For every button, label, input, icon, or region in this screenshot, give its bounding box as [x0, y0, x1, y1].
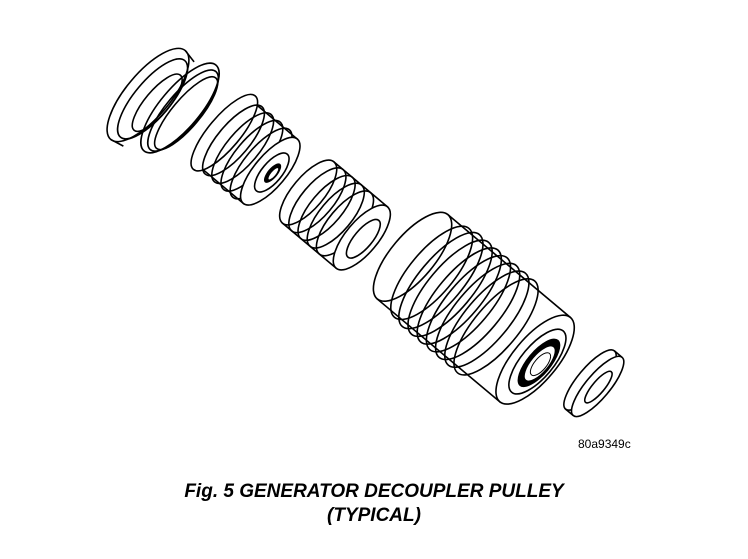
caption-subtitle: (TYPICAL): [327, 505, 421, 526]
figure-reference-code: 80a9349c: [578, 437, 631, 451]
snap-ring: [140, 62, 220, 154]
one-way-clutch: [278, 159, 392, 271]
caption-title: Fig. 5 GENERATOR DECOUPLER PULLEY: [184, 481, 564, 502]
pulley-housing: [372, 211, 576, 405]
figure-caption: Fig. 5 GENERATOR DECOUPLER PULLEY (TYPIC…: [0, 480, 748, 528]
end-cap: [106, 47, 195, 147]
exploded-pulley-illustration: [106, 47, 625, 418]
washer: [563, 349, 625, 418]
clutch-spring-assembly: [190, 93, 301, 206]
